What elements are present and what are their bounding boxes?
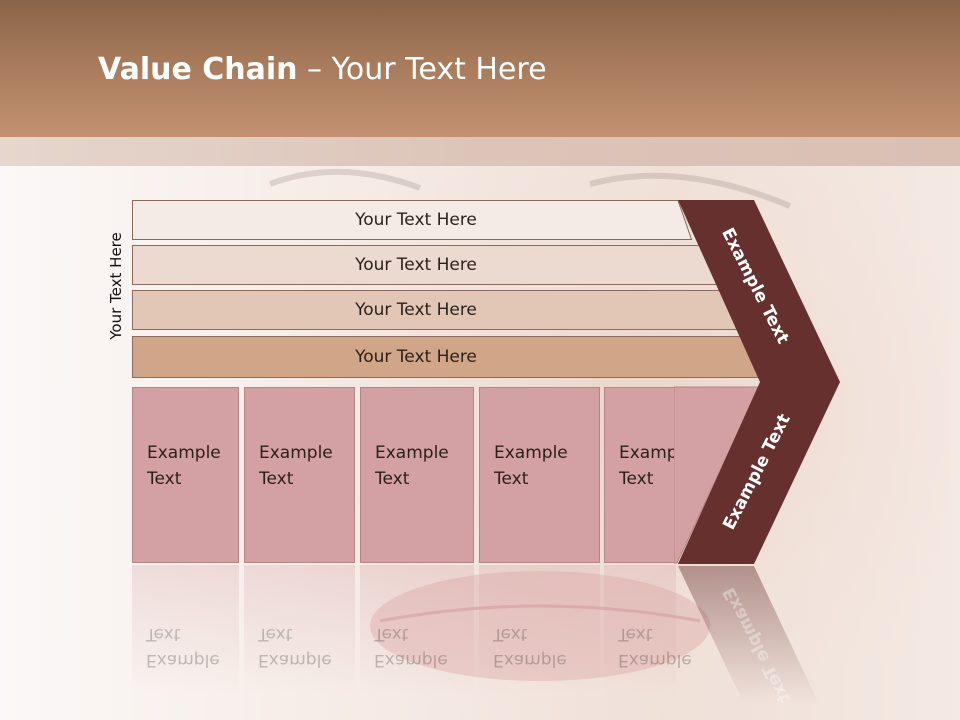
title-bold: Value Chain: [98, 52, 298, 87]
primary-box-3-reflection-text: Example Text: [374, 624, 448, 670]
side-label: Your Text Here: [107, 232, 125, 340]
margin-chevron: [678, 200, 840, 564]
support-row-2-label: Your Text Here: [355, 255, 477, 275]
support-row-3-label: Your Text Here: [355, 300, 477, 320]
primary-box-3-reflection: Example Text: [360, 565, 474, 695]
support-row-1: Your Text Here: [132, 200, 692, 240]
primary-box-1-reflection-text: Example Text: [146, 624, 220, 670]
primary-box-5-reflection: Example Text: [604, 565, 692, 695]
header-band: [0, 137, 960, 166]
primary-box-2-text: Example Text: [259, 443, 333, 489]
primary-box-2: Example Text: [244, 387, 355, 563]
primary-box-4: Example Text: [479, 387, 600, 563]
primary-box-4-reflection: Example Text: [479, 565, 600, 695]
title-rest: – Your Text Here: [297, 52, 547, 87]
primary-box-3-text: Example Text: [375, 443, 449, 489]
support-row-4: Your Text Here: [132, 336, 764, 378]
support-row-1-shape: [132, 200, 692, 240]
margin-chevron-reflection: [678, 566, 819, 704]
primary-box-2-reflection: Example Text: [244, 565, 355, 695]
primary-box-5-tip: [674, 386, 760, 564]
support-row-3: Your Text Here: [132, 290, 740, 330]
primary-box-5: Example Text: [604, 387, 693, 563]
header-bar: [0, 0, 960, 137]
support-row-1-label: Your Text Here: [355, 210, 477, 230]
primary-box-4-text: Example Text: [494, 443, 568, 489]
primary-box-2-reflection-text: Example Text: [258, 624, 332, 670]
primary-box-3: Example Text: [360, 387, 474, 563]
primary-box-1-text: Example Text: [147, 443, 221, 489]
primary-box-4-reflection-text: Example Text: [493, 624, 567, 670]
support-row-4-label: Your Text Here: [355, 347, 477, 367]
primary-box-1: Example Text: [132, 387, 239, 563]
page-title: Value Chain – Your Text Here: [98, 52, 547, 87]
support-row-2: Your Text Here: [132, 245, 717, 285]
primary-box-1-reflection: Example Text: [132, 565, 239, 695]
